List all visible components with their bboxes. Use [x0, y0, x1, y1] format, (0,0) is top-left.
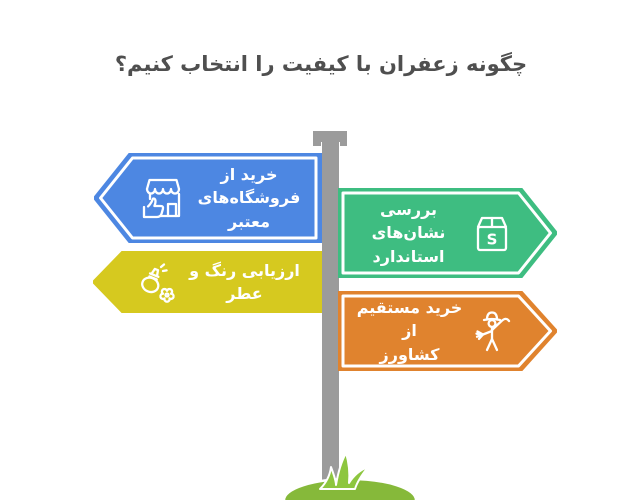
farmer-icon — [471, 307, 515, 355]
green-arrow-sign-shape — [338, 188, 557, 278]
sign-buy-from-reputable-stores: خرید از فروشگاه‌های معتبر — [94, 153, 322, 243]
sign-check-standard-marks: بررسی نشان‌های استاندارد S — [338, 188, 557, 278]
blue-arrow-sign-shape — [94, 153, 322, 243]
sign-label: خرید از فروشگاه‌های معتبر — [197, 165, 301, 231]
orange-arrow-sign-shape — [338, 291, 557, 371]
standard-package-icon: S — [469, 210, 515, 256]
sign-label: خرید مستقیم از کشاورز — [356, 298, 463, 364]
yellow-arrow-sign-shape — [93, 251, 322, 313]
grass-base — [278, 443, 433, 500]
grass-tuft — [319, 452, 369, 490]
perfume-flower-icon — [133, 259, 179, 305]
sign-evaluate-color-and-aroma: ارزیابی رنگ و عطر — [93, 251, 322, 313]
page-title: چگونه زعفران با کیفیت را انتخاب کنیم؟ — [114, 52, 528, 76]
svg-text:S: S — [487, 231, 498, 249]
storefront-thumbs-up-icon — [138, 174, 188, 222]
sign-buy-directly-from-farmer: خرید مستقیم از کشاورز — [338, 291, 557, 371]
sign-label: ارزیابی رنگ و عطر — [189, 260, 300, 303]
sign-label: بررسی نشان‌های استاندارد — [371, 200, 446, 266]
